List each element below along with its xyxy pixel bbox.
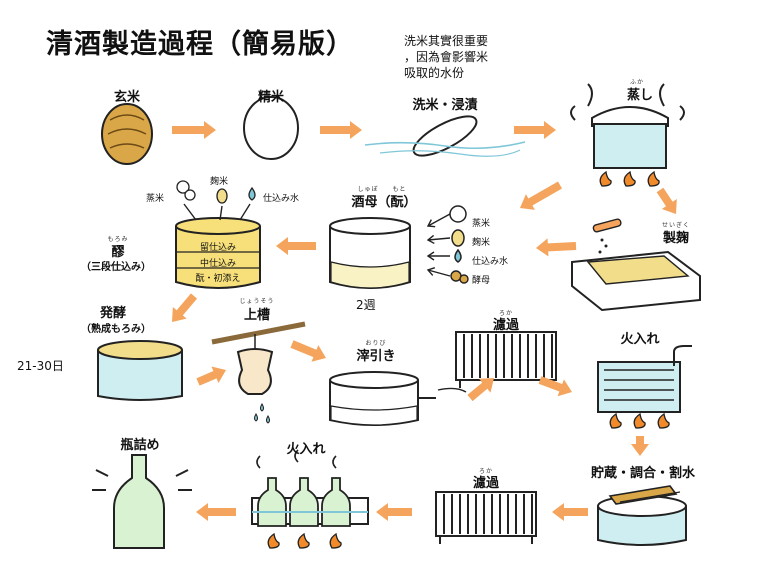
flow-arrow [196,366,226,386]
sake-bottle [92,454,192,549]
step-moromi: 醪 [111,245,125,260]
pressing-bag [211,321,306,424]
step-seimai: 精米 [257,90,285,105]
pasteurizer-bottles [251,449,369,549]
joso-ruby: じょうそう [239,298,275,305]
step-senmai: 洗米・浸漬 [412,98,478,113]
step-joso: 上槽 [243,308,271,323]
flow-arrow [538,376,572,397]
vat-layer-tome: 留仕込み [199,243,237,253]
moromi-input-steamed-rice: 蒸米 [146,194,165,204]
step-roka2: 濾過 [472,476,500,491]
step-hakko: 発酵 [99,306,127,321]
step-seikiku: 製麹 [662,231,690,246]
shubo-input-steamed-rice: 蒸米 [472,219,491,229]
washing-note: 洗米其實很重要 ，因為會影響米 吸取的水份 [404,34,489,80]
step-oribiki: 滓引き [356,349,396,364]
page-title: 清酒製造過程（簡易版） [46,29,354,60]
flow-arrow [656,187,677,214]
flow-arrow [172,293,198,322]
vat-input-arrow [219,205,223,221]
step-genmai: 玄米 [113,90,141,105]
flow-arrow [290,340,326,362]
steaming-pot [570,83,685,187]
flow-arrow [467,378,494,402]
moromi-ruby: もろみ [107,236,129,243]
step-hiire1: 火入れ [620,332,660,347]
flow-arrow [320,121,362,139]
vat-input-arrow [239,203,251,221]
shubo-input-water: 仕込み水 [472,257,509,267]
step-hiire2: 火入れ [286,442,326,457]
vat-layer-naka: 中仕込み [199,259,237,269]
input-arrow [427,237,451,241]
pasteurizer-coil-1 [597,345,692,429]
moromi-vat [175,180,261,289]
shubo-vessel [329,217,411,289]
vat-input-arrow [183,203,197,221]
input-arrow-head [426,251,435,261]
roka2-ruby: ろか [478,468,494,475]
moromi-sub: （三段仕込み） [81,262,151,273]
shubo-ruby: しゅぼ もと [357,186,407,193]
input-arrow [427,269,451,277]
oribiki-ruby: おりび [365,340,387,347]
flow-arrow [172,121,216,139]
filter-press-2 [435,491,537,544]
input-arrow-head [426,234,435,245]
washing-rice [364,115,526,157]
flow-arrow [276,237,316,255]
roka1-ruby: ろか [498,310,514,317]
input-arrow-head [426,267,436,276]
flow-arrow [520,181,562,210]
flow-arrow [514,121,556,139]
step-chozo: 貯蔵・調合・割水 [590,466,696,481]
brown-rice-grain [101,103,153,165]
vat-layer-hatsuzoe: 酛・初添え [195,274,241,284]
flow-arrow [536,238,577,257]
flow-arrow [552,503,588,521]
flow-arrow [376,503,412,521]
hakko-sub: （熟成もろみ） [81,324,151,335]
step-binzume: 瓶詰め [120,438,160,453]
seikiku-ruby: せいぎく [661,222,691,229]
input-arrow-head [426,219,436,228]
shubo-input-yeast: 酵母 [472,276,491,286]
storage-tank [597,485,687,546]
oribiki-tank [329,371,467,426]
filter-press-1 [455,331,557,388]
flow-arrow [631,436,649,456]
fermentation-tank [97,340,183,401]
flow-arrows [172,121,677,521]
koji-box [571,218,701,312]
step-roka1: 濾過 [492,318,520,333]
mushi-ruby: ふか [629,79,645,86]
step-mushi: 蒸し [626,88,654,103]
moromi-input-water: 仕込み水 [263,194,300,204]
days-annotation: 21-30日 [17,359,64,373]
input-arrow [427,213,451,227]
step-shubo: 酒母（酛） [351,195,417,210]
polished-rice-grain [243,96,299,160]
weeks-annotation: 2週 [356,298,376,312]
flow-arrow [196,503,236,521]
shubo-input-koji-rice: 麹米 [472,238,491,248]
moromi-input-koji-rice: 麹米 [210,177,229,187]
shubo-inputs-icons [449,205,469,284]
